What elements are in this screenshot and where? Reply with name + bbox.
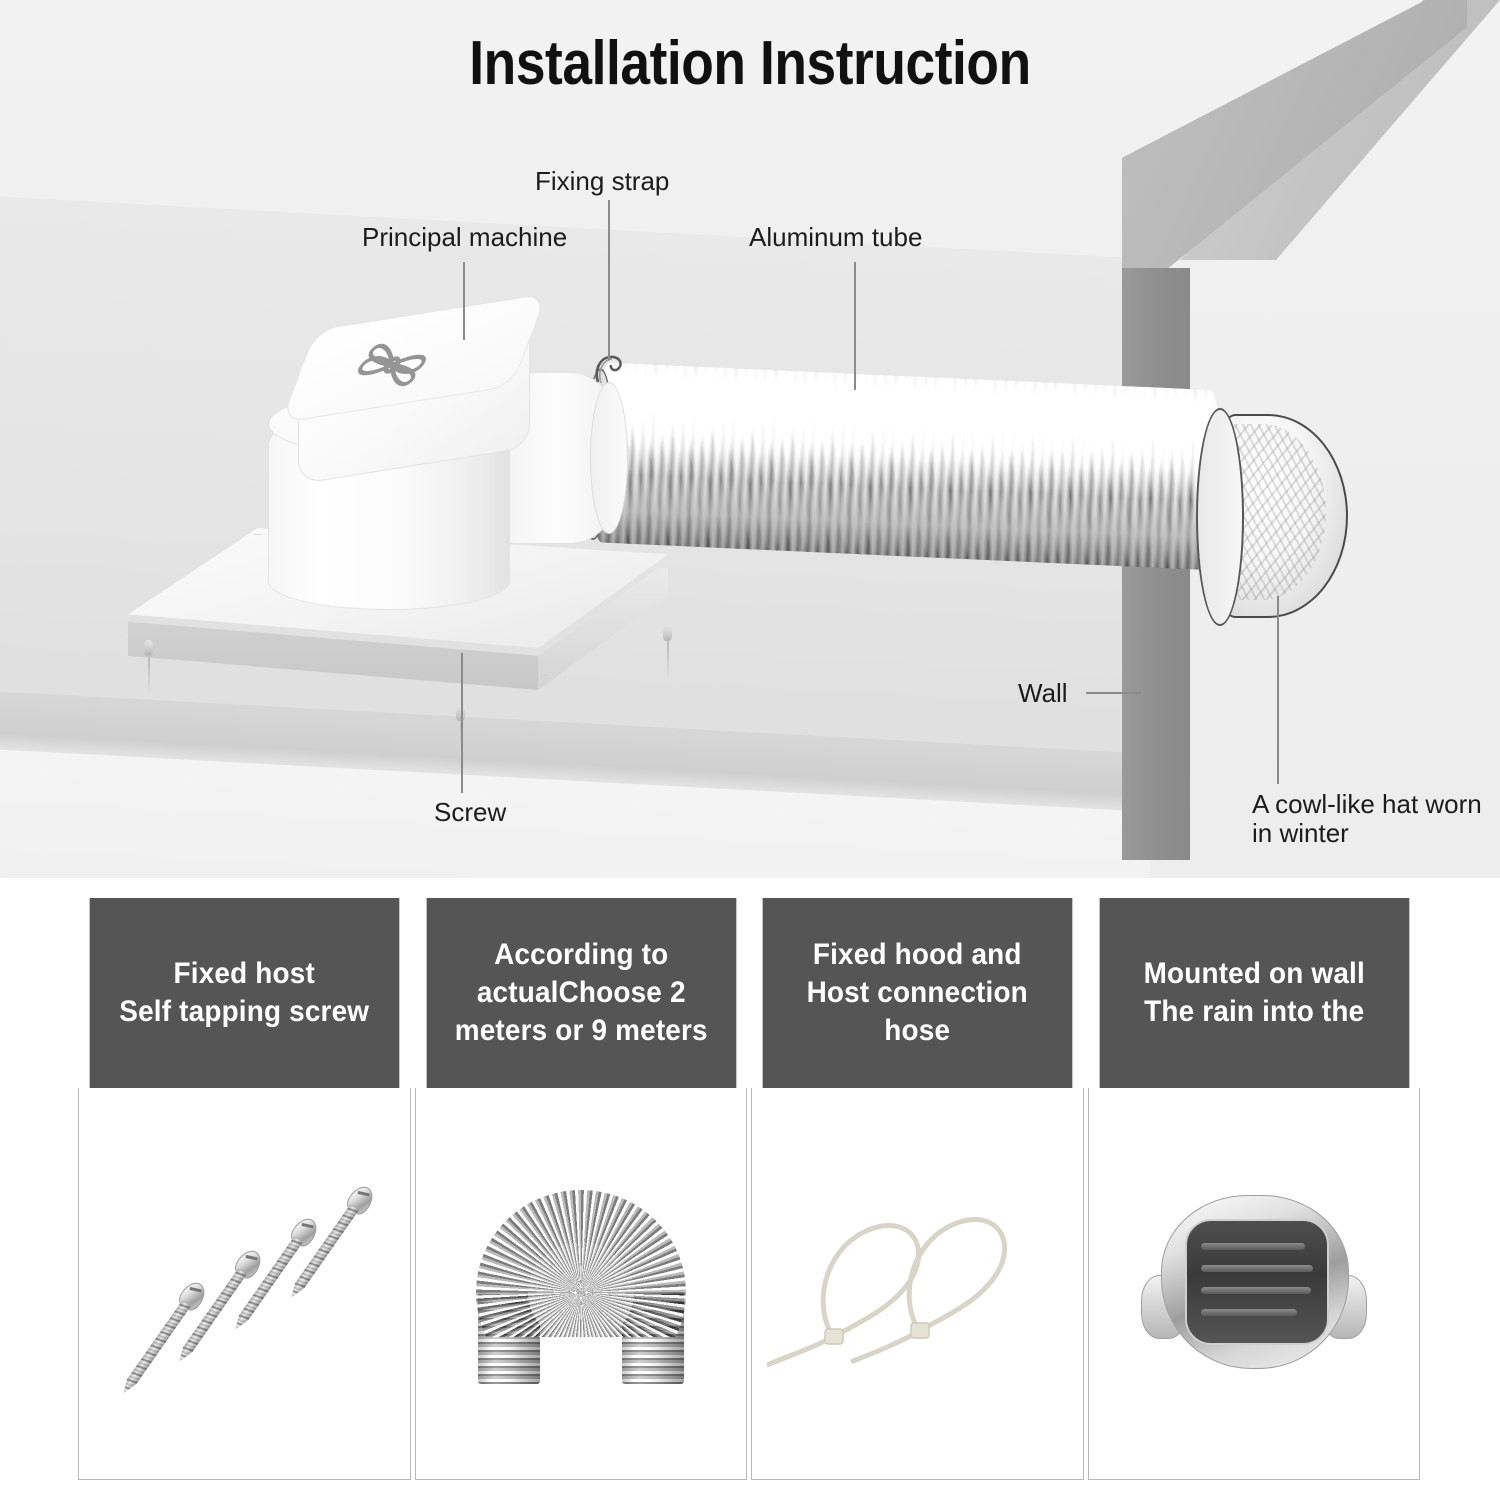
label-fixing-strap: Fixing strap xyxy=(535,166,670,196)
header-1-line-1: Fixed host xyxy=(173,957,315,991)
label-principal-machine: Principal machine xyxy=(362,222,568,252)
header-2-line-1: According to xyxy=(493,938,668,972)
leader-line-principal-machine xyxy=(463,262,465,340)
screw-indicator xyxy=(663,625,672,675)
header-1-line-2: Self tapping screw xyxy=(119,995,370,1028)
header-2-line-3: meters or 9 meters xyxy=(454,1013,708,1047)
parts-header-cell-2: According to actualChoose 2 meters or 9 … xyxy=(426,898,736,1088)
fan-blades-icon xyxy=(319,323,464,408)
installation-diagram-panel: Installation Instruction xyxy=(0,0,1500,878)
leader-line-aluminum-tube xyxy=(854,262,856,390)
parts-table: Fixed host Self tapping screw According … xyxy=(78,898,1420,1480)
screw-indicator xyxy=(456,705,465,755)
label-cowl-line1: A cowl-like hat worn xyxy=(1252,789,1482,819)
header-4-line-2: The rain into the xyxy=(1143,995,1364,1028)
header-3-line-1: Fixed hood and xyxy=(812,938,1022,972)
leader-line-screw xyxy=(461,653,463,793)
parts-cell-wall-vent-cover xyxy=(1087,1088,1420,1480)
page-title: Installation Instruction xyxy=(469,29,1031,98)
cowl-hood-graphic xyxy=(1196,408,1348,626)
parts-header-cell-1: Fixed host Self tapping screw xyxy=(89,898,399,1088)
header-2-line-2: actualChoose 2 xyxy=(476,976,686,1010)
label-screw: Screw xyxy=(434,797,507,827)
label-cowl-line2: in winter xyxy=(1252,818,1349,848)
aluminum-flexible-duct-image xyxy=(416,1088,747,1479)
parts-cell-self-tapping-screws xyxy=(78,1088,411,1480)
parts-header-cell-4: Mounted on wall The rain into the xyxy=(1099,898,1409,1088)
screw-indicator xyxy=(144,640,153,690)
header-3-line-2: Host connection hose xyxy=(806,976,1028,1047)
parts-header-cell-3: Fixed hood and Host connection hose xyxy=(762,898,1072,1088)
label-wall: Wall xyxy=(1018,678,1068,708)
header-4-line-1: Mounted on wall xyxy=(1143,957,1365,991)
leader-line-cowl xyxy=(1277,596,1279,784)
self-tapping-screws-image xyxy=(79,1088,410,1479)
parts-cell-aluminum-flexible-duct xyxy=(414,1088,747,1480)
label-aluminum-tube: Aluminum tube xyxy=(749,222,923,252)
principal-machine-graphic xyxy=(120,292,700,700)
leader-line-wall xyxy=(1086,692,1141,694)
leader-line-fixing-strap xyxy=(608,200,610,360)
wall-vent-cover-image xyxy=(1089,1088,1420,1479)
nylon-cable-ties-image xyxy=(752,1088,1083,1479)
parts-cell-nylon-cable-ties xyxy=(751,1088,1084,1480)
